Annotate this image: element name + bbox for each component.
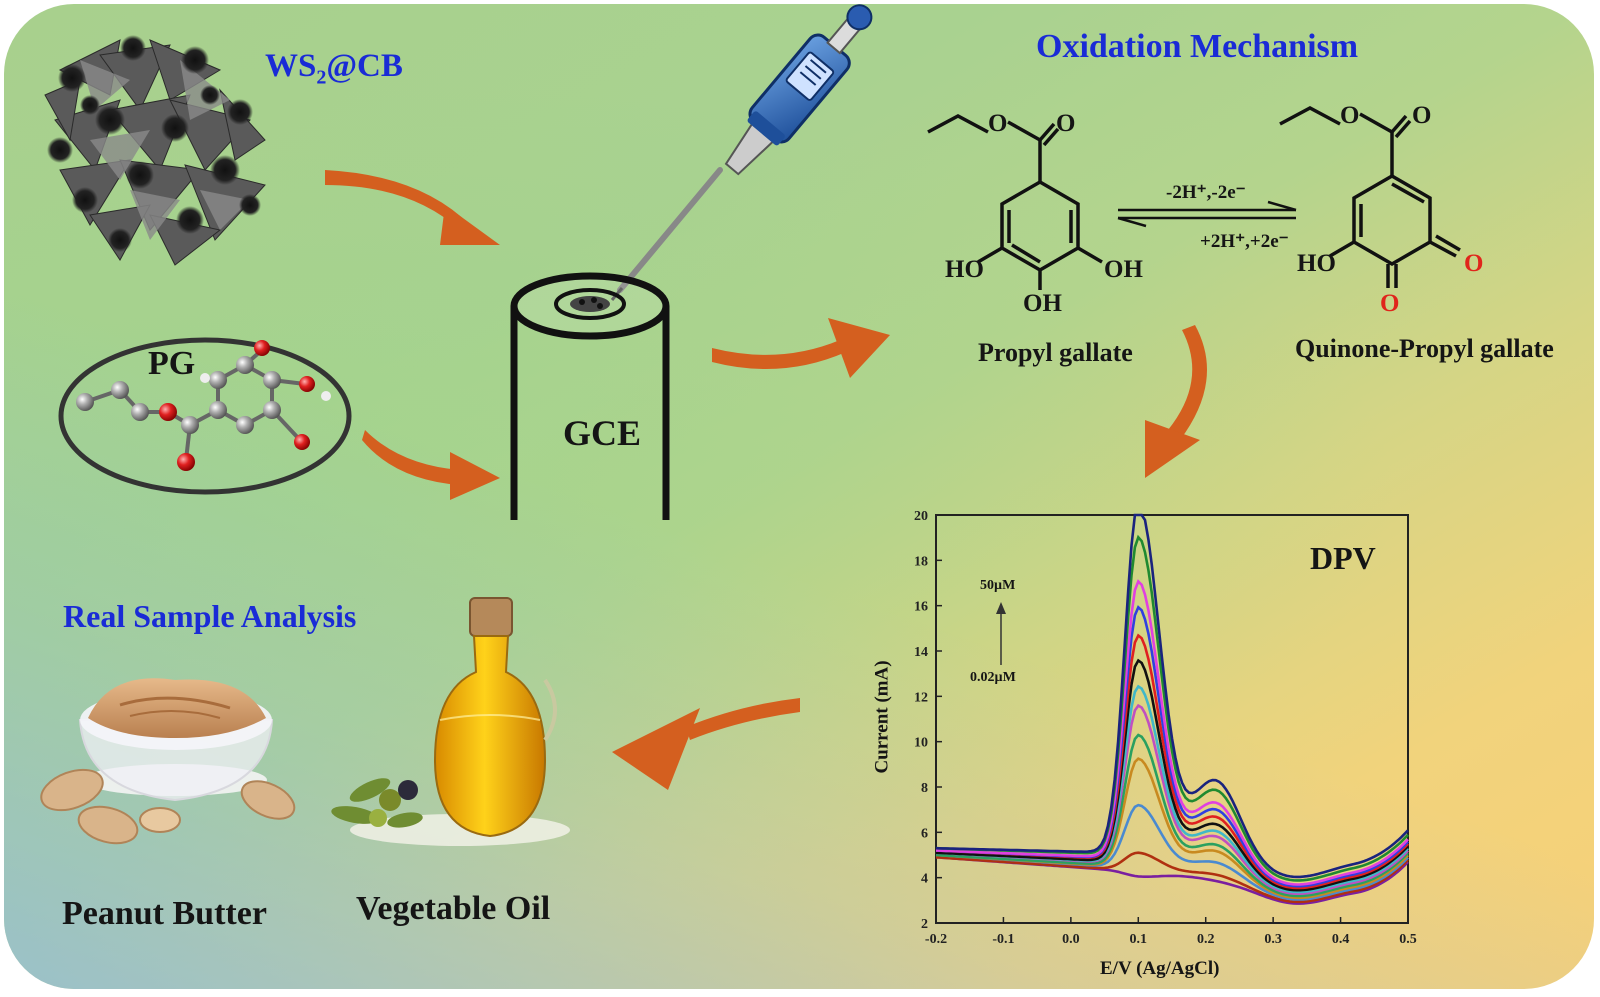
propyl-gallate-structure	[927, 114, 1103, 290]
chart-title: DPV	[1310, 540, 1376, 576]
oxidation-title: Oxidation Mechanism	[1036, 28, 1359, 65]
gce-electrode	[510, 272, 670, 520]
forward-reaction-label: -2H⁺,-2e⁻	[1166, 182, 1246, 203]
ws2cb-label-main: WS	[265, 48, 317, 84]
y-tick-label: 12	[914, 690, 928, 705]
y-tick-label: 16	[914, 600, 928, 615]
quinone-ho: HO	[1297, 250, 1336, 277]
y-tick-label: 14	[914, 645, 928, 660]
ws2cb-label: WS2@CB	[265, 48, 403, 90]
chart-y-axis-label: Current (mA)	[871, 660, 893, 774]
quinone-label: Quinone-Propyl gallate	[1295, 334, 1554, 363]
electrode-deposit	[570, 296, 610, 312]
gce-label: GCE	[563, 413, 642, 453]
quinone-o-bottom: O	[1380, 290, 1400, 317]
propyl-gallate-ho: HO	[945, 256, 984, 283]
chart-x-axis-label: E/V (Ag/AgCl)	[1100, 958, 1220, 979]
pg-label: PG	[148, 345, 196, 382]
quinone-o-top: O	[1340, 102, 1360, 129]
quinone-structure	[1279, 106, 1461, 288]
x-tick-label: 0.0	[1062, 932, 1080, 947]
quinone-o-right: O	[1464, 250, 1484, 277]
background-panel	[4, 4, 1594, 989]
reverse-reaction-label: +2H⁺,+2e⁻	[1200, 231, 1289, 252]
arrow-ws2cb-to-gce	[325, 170, 500, 245]
x-tick-label: 0.1	[1130, 932, 1148, 947]
real-sample-title: Real Sample Analysis	[63, 598, 357, 634]
peanut-butter-label: Peanut Butter	[62, 895, 267, 932]
chart-frame	[935, 514, 1409, 924]
dpv-chart: -0.2 -0.1 0.0 0.1 0.2 0.3 0.4 0.5 2 4 6 8 10 12 14 16 18…	[914, 509, 1417, 947]
dpv-series-line-13	[935, 513, 1409, 879]
quinone-o-carbonyl: O	[1412, 102, 1432, 129]
y-tick-label: 18	[914, 554, 928, 569]
pipette-icon	[610, 4, 873, 301]
equilibrium-arrows	[1117, 200, 1297, 228]
y-tick-label: 6	[921, 826, 928, 841]
peanut-butter-icon	[40, 678, 296, 845]
arrow-mechanism-to-dpv	[1145, 325, 1207, 478]
arrow-gce-to-mechanism	[712, 318, 890, 378]
x-tick-label: -0.2	[925, 932, 947, 947]
dpv-series-line-2	[935, 851, 1409, 904]
chart-annotation-bottom: 0.02µM	[970, 670, 1016, 685]
flow-arrows	[325, 170, 1207, 790]
y-tick-label: 8	[921, 781, 928, 796]
y-tick-label: 10	[914, 736, 928, 751]
concentration-arrow-head	[996, 602, 1006, 614]
arrow-dpv-to-samples	[612, 698, 800, 790]
dpv-series-line-5	[935, 733, 1409, 898]
dpv-series-line-11	[935, 579, 1409, 886]
x-tick-label: 0.3	[1264, 932, 1282, 947]
propyl-gallate-o-carbonyl: O	[1056, 110, 1076, 137]
ws2cb-label-sub: 2	[316, 66, 327, 89]
propyl-gallate-label: Propyl gallate	[978, 338, 1133, 367]
vegetable-oil-icon	[331, 597, 570, 846]
vegetable-oil-label: Vegetable Oil	[356, 890, 551, 927]
dpv-series-line-8	[935, 658, 1409, 892]
propyl-gallate-o-top: O	[988, 110, 1008, 137]
x-tick-label: -0.1	[992, 932, 1014, 947]
arrow-pg-to-gce	[362, 430, 500, 500]
ws2cb-label-tail: @CB	[326, 48, 403, 84]
propyl-gallate-oh-bottom: OH	[1023, 290, 1062, 317]
chart-annotation-top: 50µM	[980, 578, 1016, 593]
pg-molecule-icon	[58, 337, 352, 495]
x-tick-label: 0.5	[1399, 932, 1417, 947]
y-tick-label: 4	[921, 872, 928, 887]
y-tick-label: 2	[921, 917, 928, 932]
x-tick-label: 0.2	[1197, 932, 1215, 947]
x-tick-label: 0.4	[1332, 932, 1350, 947]
ws2cb-nanoparticles-icon	[44, 35, 266, 266]
propyl-gallate-oh-right: OH	[1104, 256, 1143, 283]
y-tick-label: 20	[914, 509, 928, 524]
